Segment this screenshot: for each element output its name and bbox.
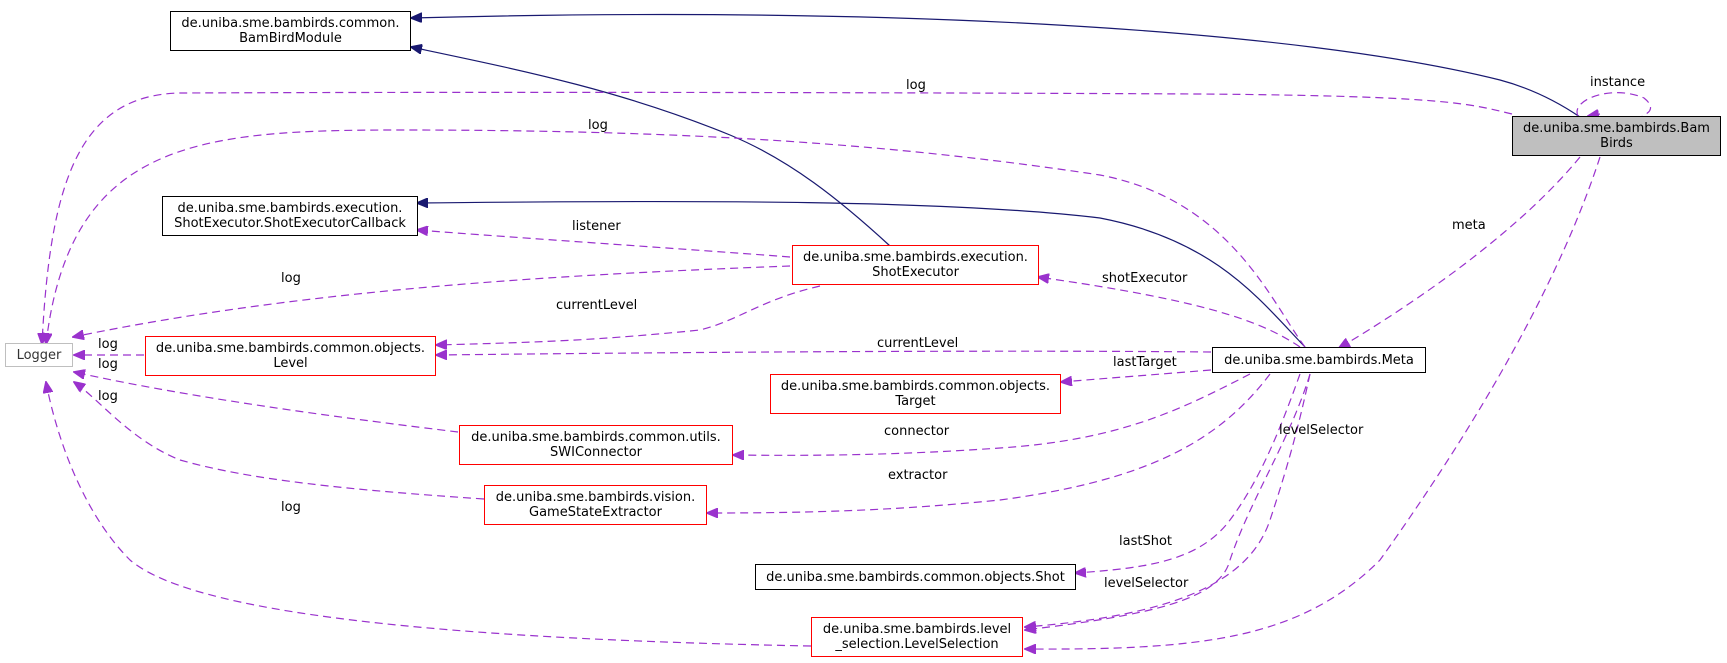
edge-label-extractor: extractor: [888, 468, 948, 483]
node-label-line2: Target: [895, 394, 936, 409]
class-node-bambirdmodule[interactable]: de.uniba.sme.bambirds.common. BamBirdMod…: [170, 11, 411, 51]
edge-label-levelselector: levelSelector: [1279, 423, 1364, 438]
edge-label-log: log: [281, 271, 301, 286]
edge-label-currentlevel: currentLevel: [556, 298, 638, 313]
edge-instance-loop: [1576, 92, 1652, 117]
class-node-bambirds[interactable]: de.uniba.sme.bambirds.Bam Birds: [1512, 116, 1721, 156]
node-label-line1: Logger: [16, 347, 62, 363]
node-label-line1: de.uniba.sme.bambirds.vision.: [495, 490, 696, 505]
edge-se-currentlevel: [436, 285, 821, 345]
node-label-line1: de.uniba.sme.bambirds.common.objects.: [780, 379, 1051, 394]
node-label-line1: de.uniba.sme.bambirds.common.: [181, 16, 400, 31]
edge-connector: [733, 373, 1251, 455]
edge-label-listener: listener: [572, 219, 621, 234]
class-node-shotexecutorcallback[interactable]: de.uniba.sme.bambirds.execution. ShotExe…: [162, 196, 418, 236]
edge-bambirds-log: [42, 91, 1513, 344]
class-node-meta[interactable]: de.uniba.sme.bambirds.Meta: [1212, 347, 1426, 373]
edge-listener: [417, 230, 791, 258]
edge-levelselector-bottom: [1025, 373, 1311, 630]
node-label-line2: ShotExecutor.ShotExecutorCallback: [174, 216, 406, 231]
class-node-shot[interactable]: de.uniba.sme.bambirds.common.objects.Sho…: [755, 564, 1076, 590]
edge-meta-to-callback: [417, 202, 1306, 348]
edge-label-lastshot: lastShot: [1119, 534, 1172, 549]
edge-label-instance: instance: [1590, 75, 1646, 90]
node-label-line1: de.uniba.sme.bambirds.Meta: [1224, 352, 1414, 368]
edge-label-shotexecutor: shotExecutor: [1102, 271, 1188, 286]
class-node-gamestateextractor[interactable]: de.uniba.sme.bambirds.vision. GameStateE…: [484, 485, 707, 525]
node-label-line2: Level: [273, 356, 308, 371]
edge-swi-log: [74, 372, 459, 433]
edge-bambirds-to-bambirdmodule: [411, 15, 1581, 118]
edge-label-lasttarget: lastTarget: [1113, 355, 1177, 370]
node-label-line1: de.uniba.sme.bambirds.execution.: [803, 250, 1028, 265]
edge-label-log: log: [588, 118, 608, 133]
edge-bambirds-meta: [1339, 156, 1581, 348]
node-label-line2: GameStateExtractor: [529, 505, 662, 520]
edge-label-log: log: [98, 357, 118, 372]
edge-levelselector-top: [1025, 373, 1311, 627]
edge-label-log: log: [98, 337, 118, 352]
node-label-line1: de.uniba.sme.bambirds.common.objects.: [155, 341, 426, 356]
class-node-level[interactable]: de.uniba.sme.bambirds.common.objects. Le…: [145, 336, 436, 376]
edge-lastshot: [1075, 373, 1301, 573]
class-node-shotexecutor[interactable]: de.uniba.sme.bambirds.execution. ShotExe…: [792, 245, 1039, 285]
node-label-line2: BamBirdModule: [239, 31, 342, 46]
node-label-line2: ShotExecutor: [872, 265, 959, 280]
node-label-line2: SWIConnector: [550, 445, 642, 460]
class-node-target[interactable]: de.uniba.sme.bambirds.common.objects. Ta…: [770, 374, 1061, 414]
edge-meta-log: [46, 129, 1306, 348]
node-label-line1: de.uniba.sme.bambirds.common.utils.: [471, 430, 721, 445]
node-label-line1: de.uniba.sme.bambirds.Bam: [1523, 121, 1710, 136]
node-label-line1: de.uniba.sme.bambirds.execution.: [177, 201, 403, 216]
class-node-levelselection[interactable]: de.uniba.sme.bambirds.level _selection.L…: [811, 617, 1023, 657]
edge-shotexecutor-to-bambirdmodule: [411, 47, 891, 247]
edge-extractor: [707, 373, 1271, 513]
node-label-line2: _selection.LevelSelection: [835, 637, 999, 652]
edge-label-meta: meta: [1452, 218, 1486, 233]
edge-ls-log: [46, 382, 812, 647]
edge-label-log: log: [906, 78, 926, 93]
node-label-line2: Birds: [1600, 136, 1633, 151]
node-label-line1: de.uniba.sme.bambirds.common.objects.Sho…: [766, 569, 1065, 585]
edge-gse-log: [74, 382, 485, 500]
class-node-swiconnector[interactable]: de.uniba.sme.bambirds.common.utils. SWIC…: [459, 425, 733, 465]
edge-label-currentlevel: currentLevel: [877, 336, 959, 351]
class-node-logger[interactable]: Logger: [5, 343, 73, 367]
edge-bambirds-levelselection: [1025, 156, 1601, 649]
edge-lasttarget: [1061, 369, 1212, 382]
node-label-line1: de.uniba.sme.bambirds.level: [822, 622, 1012, 637]
edge-label-log: log: [281, 500, 301, 515]
edge-shotexecutor: [1038, 277, 1301, 348]
edge-shotexecutor-log: [73, 265, 791, 337]
edge-label-log: log: [98, 389, 118, 404]
edge-label-levelselector: levelSelector: [1104, 576, 1189, 591]
edge-label-connector: connector: [884, 424, 950, 439]
edge-meta-currentlevel: [436, 351, 1212, 355]
